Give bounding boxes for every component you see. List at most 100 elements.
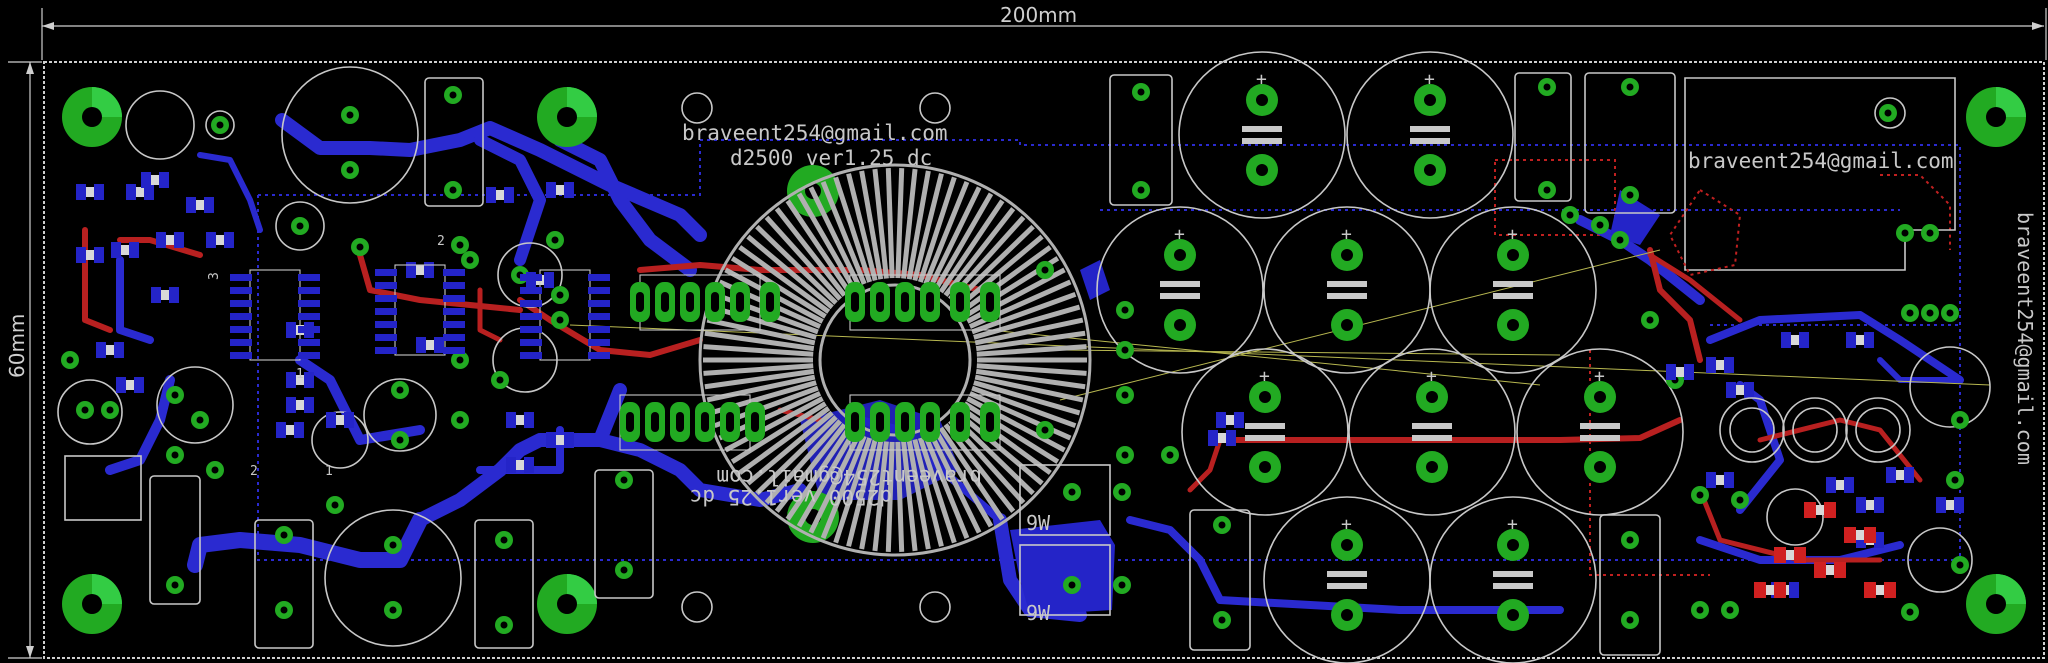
trimpot-label-3: 3: [207, 272, 222, 280]
smd-part: [151, 287, 161, 303]
svg-text:+: +: [1341, 514, 1352, 535]
toroid-winding: [901, 168, 918, 279]
smd-part: [1216, 412, 1226, 428]
toroid-winding: [738, 245, 831, 314]
smd-part: [206, 232, 216, 248]
board-outline: [43, 61, 2045, 659]
toroid-winding: [703, 363, 814, 376]
toroid-winding: [885, 441, 895, 552]
toroid-winding: [943, 207, 1016, 297]
svg-text:+: +: [1174, 224, 1185, 245]
toroid-winding: [706, 374, 816, 403]
toroid-winding: [872, 168, 889, 279]
toroid-winding: [820, 181, 867, 285]
smd-part: [111, 242, 121, 258]
toroid-winding: [917, 437, 957, 544]
ground-pour-outlines: [257, 139, 1961, 576]
opto-label-2: 2: [250, 464, 258, 479]
toroid-winding: [774, 423, 847, 513]
svg-text:+: +: [1259, 366, 1270, 387]
toroid-winding: [859, 440, 884, 550]
toroid-winding: [704, 368, 815, 390]
electrolytic-capacitor: [1346, 51, 1514, 219]
toroid-winding: [738, 406, 831, 475]
smd-part: [116, 377, 126, 393]
toroid-winding: [976, 363, 1087, 376]
toroid-winding: [709, 304, 817, 340]
toroid-winding: [956, 234, 1044, 310]
top-smd-part: [1814, 562, 1826, 578]
smd-part: [416, 337, 426, 353]
smd-components: [76, 172, 1964, 598]
resistor-label-9w-1: 9W: [1026, 511, 1051, 535]
toroid-winding: [973, 380, 1081, 416]
smd-part: [1706, 472, 1716, 488]
toroid-winding: [928, 186, 982, 288]
mosfet-array-bottom: [619, 394, 1001, 451]
silk-version-mirrored: d2500 ver1.25 dc: [690, 485, 892, 509]
svg-text:+: +: [1424, 69, 1435, 90]
smd-part: [326, 412, 336, 428]
svg-text:+: +: [1507, 514, 1518, 535]
toroid-winding: [706, 317, 816, 346]
smd-part: [546, 432, 556, 448]
electrolytic-capacitor: [1096, 206, 1264, 374]
toroid-winding: [974, 374, 1084, 403]
toroid-winding: [808, 186, 862, 288]
top-smd-part: [1804, 502, 1816, 518]
top-smd-part: [1774, 547, 1786, 563]
toroid-winding: [971, 291, 1077, 335]
smd-part: [1726, 382, 1736, 398]
smd-part: [276, 422, 286, 438]
toroid-winding: [796, 192, 857, 291]
toroid-winding: [973, 304, 1081, 340]
silk-email-top: braveent254@gmail.com: [682, 121, 948, 145]
electrolytic-capacitor: [1429, 206, 1597, 374]
toroid-winding: [774, 207, 847, 297]
toroid-winding: [846, 438, 878, 547]
through-hole-pads: [61, 78, 1969, 634]
toroid-winding: [872, 441, 889, 552]
toroid-winding: [755, 224, 838, 305]
toroid-winding: [764, 419, 842, 505]
toroid-winding: [938, 426, 1005, 521]
svg-text:+: +: [1256, 69, 1267, 90]
smd-part: [1846, 332, 1856, 348]
smd-part: [126, 184, 136, 200]
toroid-winding: [959, 406, 1052, 475]
smd-part: [1666, 364, 1676, 380]
smd-part: [546, 182, 556, 198]
electrolytic-capacitor: [1516, 348, 1684, 516]
toroid-winding: [833, 176, 873, 283]
toroid-winding: [976, 344, 1087, 357]
bulk-capacitor-bank: ++++++++++: [1096, 51, 1684, 663]
toroid-winding: [975, 368, 1086, 390]
toroid-winding: [933, 192, 994, 291]
non-plated-holes: [681, 92, 1906, 623]
smd-part: [506, 457, 516, 473]
toroid-winding: [923, 181, 970, 285]
diode-pentagon-1: [1668, 188, 1742, 277]
electrolytic-capacitor: [1348, 348, 1516, 516]
toroid-winding: [895, 168, 905, 279]
toroid-winding: [885, 168, 895, 279]
ic-pin-label: 1: [296, 367, 304, 382]
smd-part: [1208, 430, 1218, 446]
toroid-winding: [703, 344, 814, 357]
top-smd-part: [1844, 527, 1856, 543]
height-label: 60mm: [5, 314, 29, 378]
resistor-label-9w-2: 9W: [1026, 601, 1051, 625]
power-resistor-1: [1019, 464, 1111, 536]
medium-round-capacitors: [57, 66, 1991, 647]
toroid-winding: [755, 415, 838, 496]
smd-part: [406, 262, 416, 278]
svg-text:+: +: [1594, 366, 1605, 387]
mosfet-array-top: [630, 274, 1001, 331]
smd-part: [96, 342, 106, 358]
width-label: 200mm: [1000, 3, 1077, 27]
toroid-winding: [906, 170, 931, 280]
smd-part: [286, 372, 296, 388]
top-smd-part: [1864, 582, 1876, 598]
toroid-winding: [746, 234, 834, 310]
